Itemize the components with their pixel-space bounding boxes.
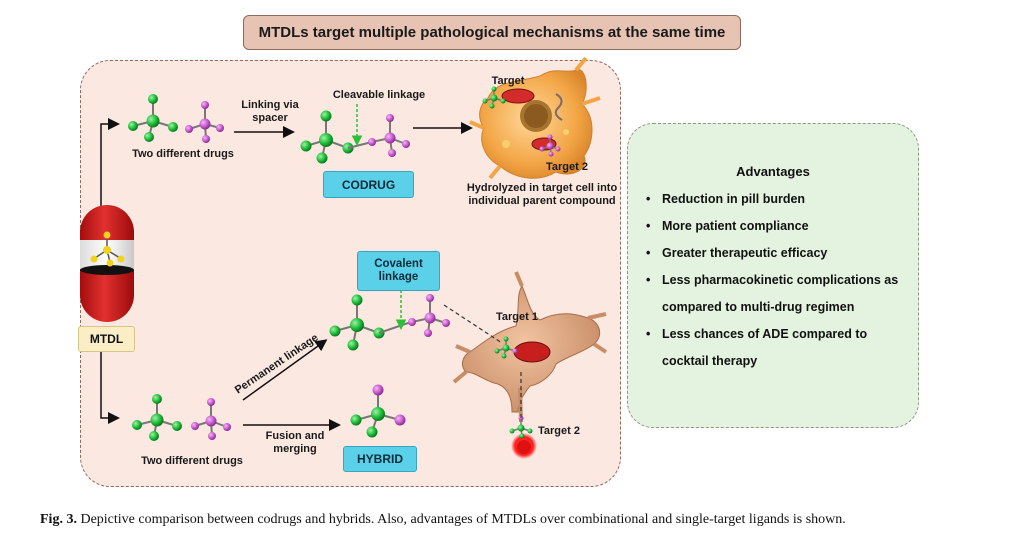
codrug-magenta-molecule-icon [185,101,224,143]
cell-target-label: Target [491,75,525,87]
figure-caption: Fig. 3. Depictive comparison between cod… [40,512,1000,528]
neuron-target2-molecule-icon [509,415,533,439]
permanent-linkage-arrow [242,339,328,401]
figure-caption-text: Depictive comparison between codrugs and… [80,512,846,527]
hybrid-green-molecule-icon [132,394,182,441]
mtdl-label: MTDL [78,326,135,352]
cell-target2-label: Target 2 [546,161,588,173]
advantage-item: More patient compliance [644,213,912,240]
hybrid-merged-molecule-icon [350,384,406,438]
cell-target-magenta-molecule-icon [539,134,561,157]
codrug-green-molecule-icon [128,94,178,142]
codrug-label-box: CODRUG [323,171,414,198]
advantages-title: Advantages [736,164,810,179]
neuron-target2-label: Target 2 [538,425,580,437]
covalent-linkage-box: Covalent linkage [357,251,440,291]
cell-target-green-molecule-icon [482,86,506,109]
codrug-conjugate-icon [300,110,410,164]
diagram-title: MTDLs target multiple pathological mecha… [243,15,741,50]
codrug-drugs-label: Two different drugs [132,148,234,160]
target-cell-icon [469,56,601,180]
neuron-target1-label: Target 1 [496,311,538,323]
advantage-item: Less chances of ADE compared to cocktail… [644,321,912,375]
advantages-panel: Advantages Reduction in pill burden More… [627,123,919,428]
hybrid-drugs-label: Two different drugs [141,455,243,467]
hybrid-conjugate-icon [329,294,450,351]
advantage-item: Reduction in pill burden [644,186,912,213]
neuron-icon [452,271,608,459]
advantages-list: Reduction in pill burden More patient co… [644,186,912,375]
hybrid-magenta-molecule-icon [191,398,231,440]
mtdl-capsule-icon [80,205,134,322]
advantage-item: Less pharmacokinetic complications as co… [644,267,912,321]
target1-connector [443,304,503,344]
fusion-merging-label: Fusion and merging [265,430,325,455]
hybrid-label-box: HYBRID [343,446,417,472]
neuron-target1-molecule-icon [494,336,518,359]
advantage-item: Greater therapeutic efficacy [644,240,912,267]
mtdl-branch-lines [100,118,120,424]
hydrolyzed-label: Hydrolyzed in target cell into individua… [466,182,618,207]
cleavable-linkage-label: Cleavable linkage [332,89,426,101]
linking-via-spacer-label: Linking via spacer [241,99,299,124]
figure-caption-prefix: Fig. 3. [40,512,77,527]
